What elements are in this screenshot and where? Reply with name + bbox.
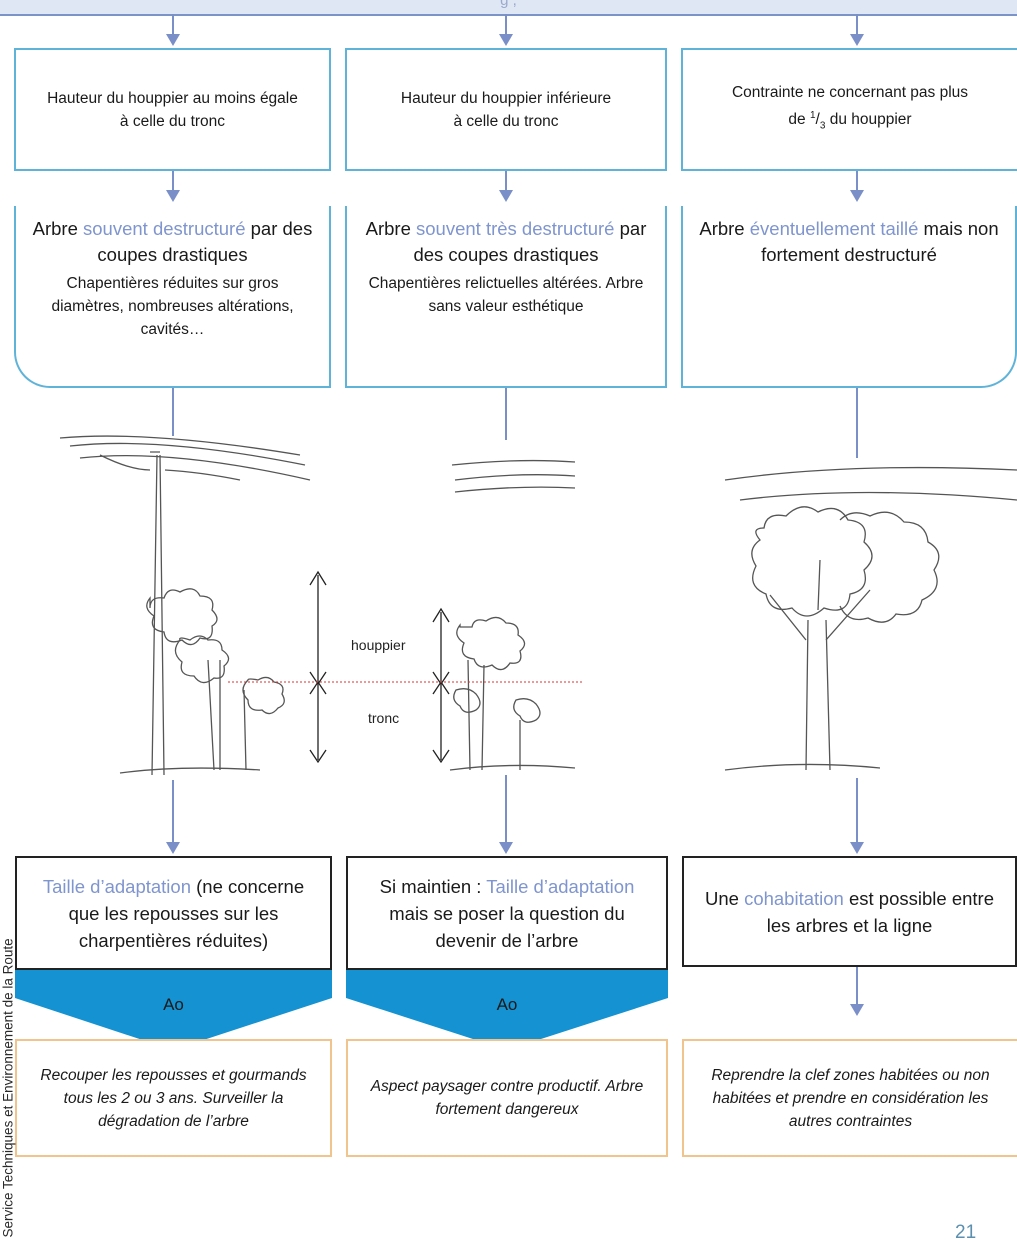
- code-band-1: [15, 970, 332, 998]
- illustration-1: [59, 435, 311, 776]
- result-text: mais non fortement destructuré: [761, 218, 999, 265]
- connector-line: [172, 171, 174, 198]
- decision-box-3: Une cohabitation est possible entre les …: [682, 856, 1017, 967]
- condition-text: de: [788, 111, 810, 129]
- result-highlight: éventuellement taillé: [749, 218, 919, 239]
- decision-highlight: cohabitation: [744, 887, 844, 909]
- connector-line: [505, 14, 507, 42]
- illustration-3: [724, 466, 1017, 771]
- condition-box-2: Hauteur du houppier inférieure à celle du…: [345, 48, 667, 171]
- arrow-head: [499, 34, 513, 46]
- advice-text: Recouper les repousses et gourmands tous…: [40, 1066, 307, 1130]
- header-text: g ,: [500, 0, 517, 9]
- result-highlight: souvent très destructuré: [416, 218, 615, 239]
- decision-text: Une: [704, 887, 745, 909]
- condition-text: du houppier: [825, 111, 912, 129]
- arrow-head: [850, 842, 864, 854]
- connector-line: [505, 388, 507, 440]
- condition-text: à celle du tronc: [119, 112, 226, 130]
- connector-line: [172, 14, 174, 42]
- arrow-head: [850, 1004, 864, 1016]
- decision-text: Si maintien :: [379, 875, 487, 897]
- code-label-2: Ao: [496, 995, 518, 1014]
- decision-box-1: Taille d’adaptation (ne concerne que les…: [15, 856, 332, 970]
- fraction-denominator: 3: [819, 120, 826, 132]
- result-box-3: Arbre éventuellement taillé mais non for…: [681, 206, 1017, 388]
- sidebar-credit: Service Techniques et Environnement de l…: [0, 938, 16, 1238]
- condition-box-3: Contrainte ne concernant pas plus de 1/3…: [681, 48, 1017, 171]
- result-box-1: Arbre souvent destructuré par des coupes…: [14, 206, 331, 388]
- result-text: Arbre: [699, 218, 750, 239]
- tronc-label: tronc: [368, 710, 400, 726]
- advice-text: Aspect paysager contre productif. Arbre …: [370, 1078, 644, 1118]
- condition-text: à celle du tronc: [453, 112, 559, 130]
- advice-box-3: Reprendre la clef zones habitées ou non …: [682, 1039, 1017, 1157]
- connector-line: [856, 966, 858, 1011]
- connector-line: [505, 171, 507, 198]
- result-text: Arbre: [32, 218, 84, 239]
- decision-text: mais se poser la question du devenir de …: [389, 902, 625, 951]
- result-box-2: Arbre souvent très destructuré par des c…: [345, 206, 667, 388]
- advice-text: Reprendre la clef zones habitées ou non …: [711, 1066, 990, 1130]
- advice-box-2: Aspect paysager contre productif. Arbre …: [346, 1039, 668, 1157]
- result-detail: Chapentières réduites sur gros diamètres…: [51, 275, 294, 338]
- decision-text: est possible entre les arbres et la lign…: [766, 887, 994, 936]
- condition-box-1: Hauteur du houppier au moins égale à cell…: [14, 48, 331, 171]
- connector-line: [172, 388, 174, 436]
- decision-highlight: Taille d’adaptation: [486, 875, 635, 897]
- arrow-head: [850, 190, 864, 202]
- illustration-2: [449, 459, 576, 771]
- arrow-head: [499, 190, 513, 202]
- fraction-numerator: 1: [809, 110, 816, 122]
- page-number: 21: [955, 1222, 977, 1243]
- connector-line: [505, 775, 507, 850]
- condition-text: Hauteur du houppier au moins égale: [47, 89, 298, 107]
- advice-box-1: Recouper les repousses et gourmands tous…: [15, 1039, 332, 1157]
- arrow-head: [166, 190, 180, 202]
- result-text: par des coupes drastiques: [413, 218, 647, 265]
- dimension-arrows: [309, 570, 450, 764]
- condition-text: Hauteur du houppier inférieure: [400, 89, 612, 107]
- connector-line: [172, 780, 174, 850]
- connector-line: [856, 171, 858, 198]
- decision-box-2: Si maintien : Taille d’adaptation mais s…: [346, 856, 668, 970]
- result-highlight: souvent destructuré: [83, 218, 246, 239]
- arrow-head: [166, 34, 180, 46]
- code-band-2: [346, 970, 668, 998]
- decision-text: (ne concerne que les repousses sur les c…: [68, 875, 305, 951]
- decision-highlight: Taille d’adaptation: [42, 875, 191, 897]
- result-text: Arbre: [365, 218, 417, 239]
- result-text: par des coupes drastiques: [97, 218, 313, 265]
- result-detail: Chapentières relictuelles altérées. Arbr…: [368, 275, 644, 315]
- code-label-1: Ao: [163, 995, 184, 1014]
- header-band: g ,: [0, 0, 1017, 16]
- houppier-label: houppier: [351, 637, 406, 653]
- connector-line: [856, 778, 858, 850]
- arrow-head: [499, 842, 513, 854]
- connector-line: [856, 14, 858, 42]
- arrow-head: [850, 34, 864, 46]
- condition-text: Contrainte ne concernant pas plus: [731, 84, 969, 102]
- arrow-head: [166, 842, 180, 854]
- connector-line: [856, 388, 858, 458]
